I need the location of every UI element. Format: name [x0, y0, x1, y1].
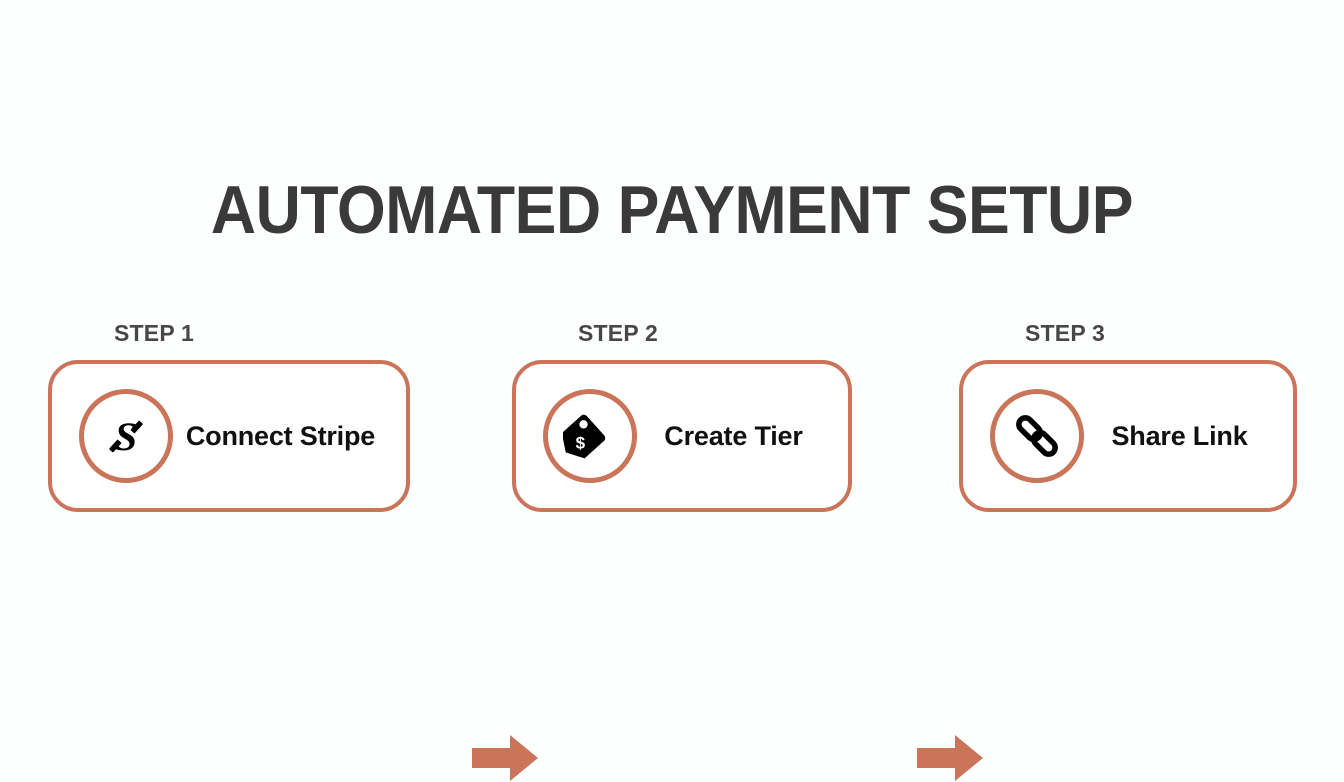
step-1-icon-ring: S [79, 389, 173, 483]
price-tag-icon: $ [563, 409, 617, 463]
step-2: STEP 2 $ Create Tier [512, 322, 852, 512]
step-2-icon-ring: $ [543, 389, 637, 483]
step-2-card[interactable]: $ Create Tier [512, 360, 852, 512]
chain-link-icon [1010, 409, 1064, 463]
step-3-icon-ring [990, 389, 1084, 483]
payment-setup-flow: STEP 1 S Connect Stripe [48, 322, 1297, 781]
step-2-label: Create Tier [664, 420, 803, 451]
step-1-caption: STEP 1 [114, 320, 195, 346]
svg-text:$: $ [576, 433, 586, 452]
step-2-caption: STEP 2 [578, 320, 659, 346]
step-3: STEP 3 Share Link [959, 322, 1297, 512]
step-1-label: Connect Stripe [185, 420, 376, 451]
step-3-card[interactable]: Share Link [959, 360, 1297, 512]
page-title: AUTOMATED PAYMENT SETUP [210, 172, 1134, 248]
stripe-s-icon: S [98, 408, 154, 464]
step-1-card[interactable]: S Connect Stripe [48, 360, 410, 512]
step-1: STEP 1 S Connect Stripe [48, 322, 410, 512]
arrow-right-icon-2 [917, 734, 983, 782]
step-3-label: Share Link [1111, 420, 1248, 451]
arrow-right-icon-1 [472, 734, 538, 782]
svg-text:S: S [115, 414, 137, 459]
step-3-caption: STEP 3 [1025, 320, 1106, 346]
